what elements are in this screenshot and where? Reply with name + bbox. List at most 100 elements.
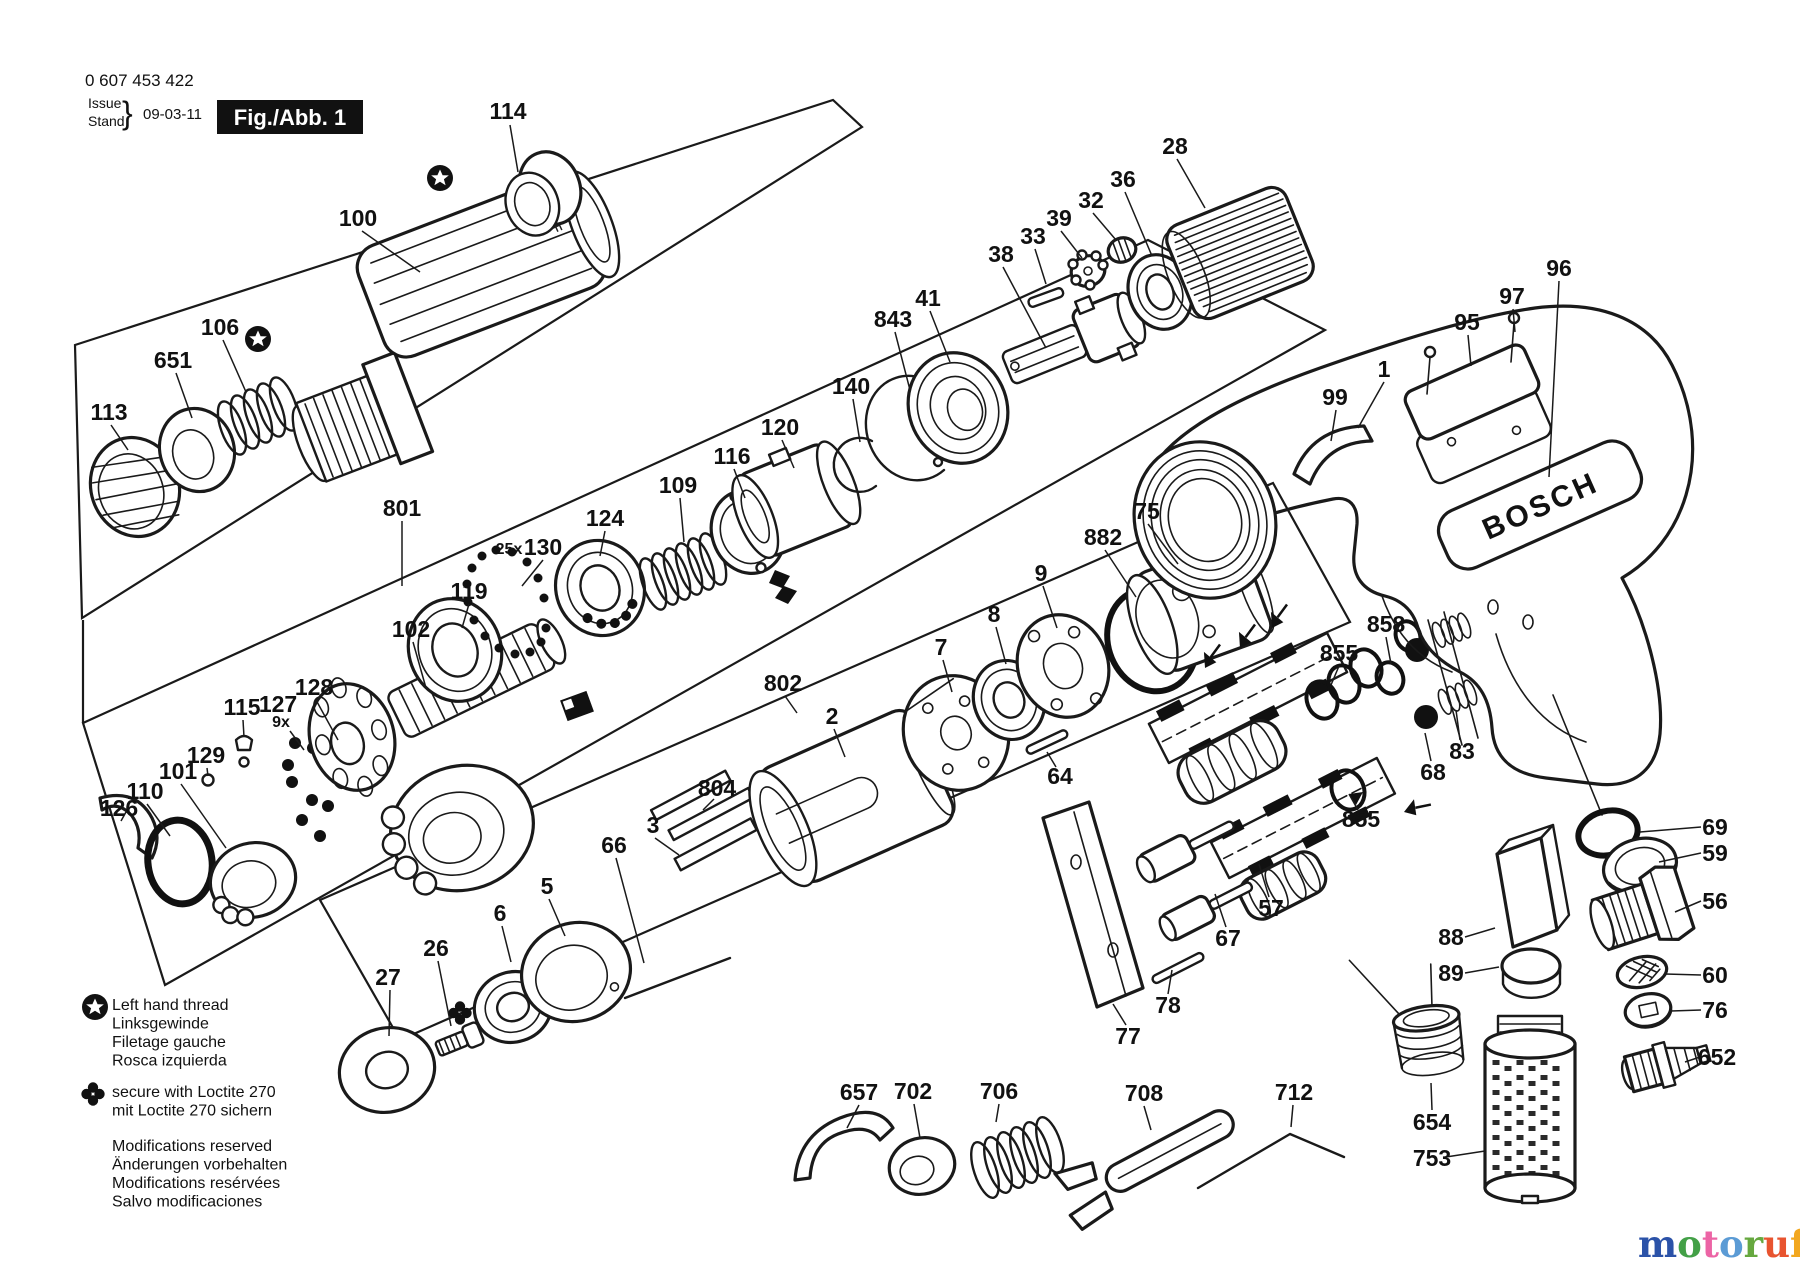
part-9-flange-disc bbox=[1015, 613, 1111, 719]
star-marker-icon bbox=[82, 994, 108, 1020]
callout-114: 114 bbox=[489, 98, 526, 124]
leader-line-858 bbox=[1385, 636, 1392, 665]
leader-line-76 bbox=[1670, 1009, 1702, 1012]
callout-855-arrowhead bbox=[1349, 792, 1363, 805]
part-76-plug bbox=[1623, 992, 1673, 1029]
callout-25x: 25x bbox=[496, 541, 523, 558]
leader-line-6 bbox=[501, 925, 512, 963]
left-hand-thread-star-icon bbox=[427, 165, 453, 191]
callout-28: 28 bbox=[1162, 133, 1188, 159]
callout-116: 116 bbox=[713, 443, 750, 469]
part-113-knurled-ring bbox=[88, 435, 182, 539]
part-57-valve-spool bbox=[1176, 719, 1288, 805]
callout-702: 702 bbox=[894, 1078, 932, 1104]
leader-line-843 bbox=[894, 331, 911, 391]
callout-106: 106 bbox=[201, 314, 239, 340]
callout-101: 101 bbox=[159, 758, 198, 784]
part-100-housing-sleeve: AUF bbox=[291, 170, 621, 483]
callout-109: 109 bbox=[659, 472, 697, 498]
leader-line-113 bbox=[110, 424, 129, 451]
watermark-letter: o bbox=[1677, 1222, 1702, 1266]
callout-2: 2 bbox=[826, 703, 839, 729]
callout-119: 119 bbox=[450, 578, 487, 604]
legend-block-0-line-1: Linksgewinde bbox=[112, 1016, 209, 1033]
callout-855: 855 bbox=[1342, 806, 1381, 832]
leader-line-9 bbox=[1042, 585, 1058, 629]
leader-line-654 bbox=[1430, 1082, 1433, 1111]
legend-block-1-line-0: secure with Loctite 270 bbox=[112, 1084, 276, 1101]
callout-59: 59 bbox=[1702, 840, 1728, 866]
callout-130: 130 bbox=[524, 534, 562, 560]
leader-line-120 bbox=[781, 439, 795, 469]
leader-line-88 bbox=[1464, 927, 1496, 938]
callout-97: 97 bbox=[1499, 283, 1525, 309]
callout-110: 110 bbox=[126, 778, 163, 804]
leader-line-75 bbox=[1147, 523, 1179, 565]
leader-line-106 bbox=[222, 339, 247, 393]
part-753-filter bbox=[1483, 1014, 1577, 1205]
callout-113: 113 bbox=[90, 399, 127, 425]
callout-140: 140 bbox=[832, 373, 870, 399]
part-101-clutch-hub bbox=[208, 840, 298, 927]
callout-126: 126 bbox=[100, 795, 138, 821]
part-99-clip bbox=[1292, 424, 1374, 486]
leader-line-66 bbox=[615, 857, 645, 964]
callout-67: 67 bbox=[1215, 925, 1241, 951]
callout-75: 75 bbox=[1134, 498, 1160, 524]
leader-line-57 bbox=[1258, 863, 1270, 898]
leader-line-8 bbox=[995, 626, 1007, 665]
legend-block-1-line-1: mit Loctite 270 sichern bbox=[112, 1103, 272, 1120]
leader-line-68 bbox=[1424, 732, 1432, 762]
callout-654: 654 bbox=[1413, 1109, 1452, 1135]
part-124-bearing bbox=[553, 538, 647, 638]
assembly-frame-motor bbox=[318, 481, 1352, 1042]
callout-804: 804 bbox=[698, 775, 737, 801]
air-flow-arrow bbox=[1399, 792, 1434, 822]
part-140-snap-ring bbox=[832, 436, 878, 494]
leader-line-651 bbox=[175, 372, 193, 419]
motoruf-watermark-logo[interactable]: motoruf.de bbox=[1638, 1222, 1800, 1266]
assembly-frame-middle bbox=[81, 238, 1328, 987]
part-5-ring bbox=[519, 920, 633, 1024]
leader-line-129 bbox=[206, 767, 209, 777]
part-652-hose-fitting bbox=[1620, 1040, 1712, 1094]
legend-block-0-line-3: Rosca izquierda bbox=[112, 1053, 227, 1070]
leader-line-657 bbox=[846, 1104, 860, 1129]
callout-56: 56 bbox=[1702, 888, 1728, 914]
leader-line-32 bbox=[1092, 212, 1117, 241]
leader-line-804 bbox=[702, 798, 715, 811]
part-651-ring bbox=[157, 406, 237, 494]
part-39-pinion-gear bbox=[1067, 249, 1109, 291]
callout-77: 77 bbox=[1115, 1023, 1141, 1049]
leader-line-114 bbox=[509, 124, 519, 173]
issue-label: Issue bbox=[88, 95, 122, 111]
brace: } bbox=[122, 95, 133, 131]
part-60-strainer bbox=[1615, 954, 1669, 990]
leader-line-115 bbox=[242, 719, 245, 738]
header: 0 607 453 422 Issue Stand } 09-03-11 Fig… bbox=[85, 71, 363, 134]
callout-83: 83 bbox=[1449, 738, 1475, 764]
leader-line-702 bbox=[913, 1103, 921, 1139]
figure-box bbox=[217, 100, 363, 134]
leader-line-119 bbox=[461, 603, 470, 629]
part-number: 0 607 453 422 bbox=[85, 71, 194, 90]
watermark-letter: o bbox=[1718, 1222, 1744, 1266]
leader-line-140 bbox=[852, 398, 861, 443]
leader-line-802 bbox=[784, 695, 798, 714]
callout-33: 33 bbox=[1020, 223, 1046, 249]
watermark-letter: f bbox=[1790, 1222, 1800, 1266]
callout-39: 39 bbox=[1046, 205, 1072, 231]
legend-block-2-line-2: Modifications resérvées bbox=[112, 1175, 280, 1192]
part-67-valve-pin bbox=[1158, 881, 1254, 942]
callout-882: 882 bbox=[1084, 524, 1122, 550]
part-32-roller bbox=[1106, 236, 1138, 264]
leader-line-712 bbox=[1290, 1104, 1294, 1128]
callout-32: 32 bbox=[1078, 187, 1104, 213]
callout-60: 60 bbox=[1702, 962, 1728, 988]
leader-line-855 bbox=[1330, 665, 1340, 686]
legend-block-2-line-1: Änderungen vorbehalten bbox=[112, 1156, 287, 1174]
part-27-washer bbox=[337, 1025, 437, 1115]
leader-line-5 bbox=[548, 898, 566, 937]
leader-line-27 bbox=[388, 989, 391, 1037]
